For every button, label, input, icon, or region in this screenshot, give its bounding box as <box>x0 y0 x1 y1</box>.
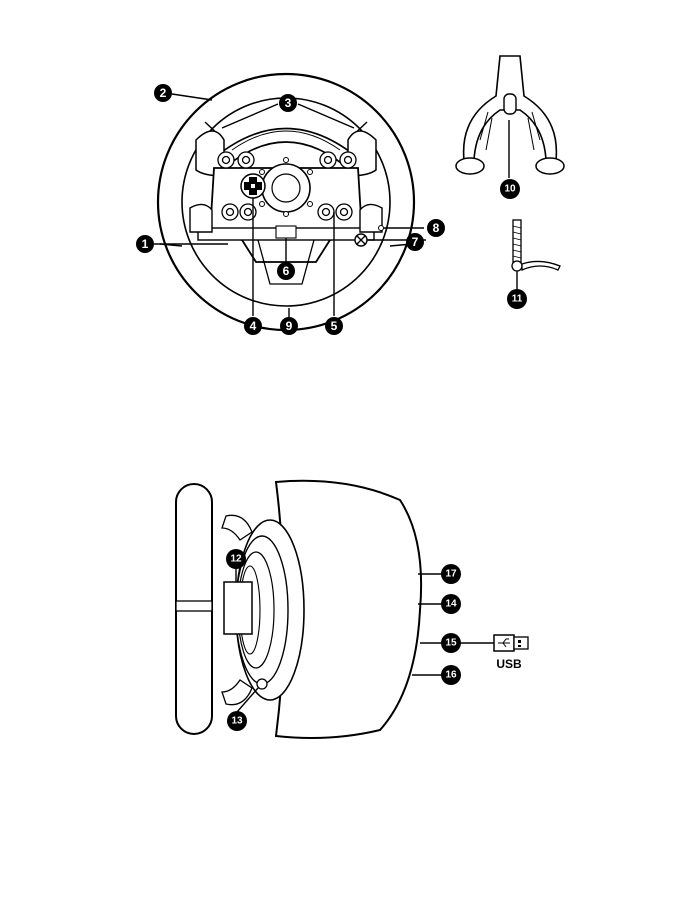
svg-text:6: 6 <box>283 264 290 278</box>
callout-2: 2 <box>154 84 172 102</box>
callout-10: 10 <box>500 179 520 199</box>
callout-16: 16 <box>441 665 461 685</box>
svg-text:5: 5 <box>331 319 338 333</box>
steering-wheel-side-view <box>176 481 421 738</box>
callout-13: 13 <box>227 711 247 731</box>
svg-text:2: 2 <box>160 86 167 100</box>
svg-text:12: 12 <box>230 554 242 565</box>
callout-6: 6 <box>277 262 295 280</box>
callout-1: 1 <box>136 235 154 253</box>
svg-text:15: 15 <box>445 638 457 649</box>
svg-text:3: 3 <box>285 96 292 110</box>
svg-text:7: 7 <box>412 235 419 249</box>
steering-wheel-front-view <box>158 74 414 330</box>
callout-9: 9 <box>280 317 298 335</box>
svg-text:11: 11 <box>512 294 523 305</box>
callout-11: 11 <box>507 289 527 309</box>
usb-symbol-icon <box>494 635 528 651</box>
xbox-guide-button-icon <box>355 234 367 246</box>
callout-8: 8 <box>427 219 445 237</box>
svg-text:1: 1 <box>142 237 149 251</box>
svg-text:9: 9 <box>286 319 293 333</box>
callout-14: 14 <box>441 594 461 614</box>
callout-7: 7 <box>406 233 424 251</box>
table-clamp-part <box>456 56 564 174</box>
callout-17: 17 <box>441 564 461 584</box>
dpad-icon <box>241 174 265 198</box>
svg-text:8: 8 <box>433 221 440 235</box>
clamp-screw-part <box>512 220 560 271</box>
callout-4: 4 <box>244 317 262 335</box>
svg-text:16: 16 <box>445 670 457 681</box>
svg-text:17: 17 <box>445 569 457 580</box>
usb-label: USB <box>496 657 522 671</box>
callout-5: 5 <box>325 317 343 335</box>
svg-text:10: 10 <box>504 184 516 195</box>
callout-15: 15 <box>441 633 461 653</box>
svg-text:4: 4 <box>250 319 257 333</box>
callout-12: 12 <box>226 549 246 569</box>
svg-text:14: 14 <box>445 599 457 610</box>
callout-3: 3 <box>279 94 297 112</box>
svg-text:13: 13 <box>231 716 243 727</box>
